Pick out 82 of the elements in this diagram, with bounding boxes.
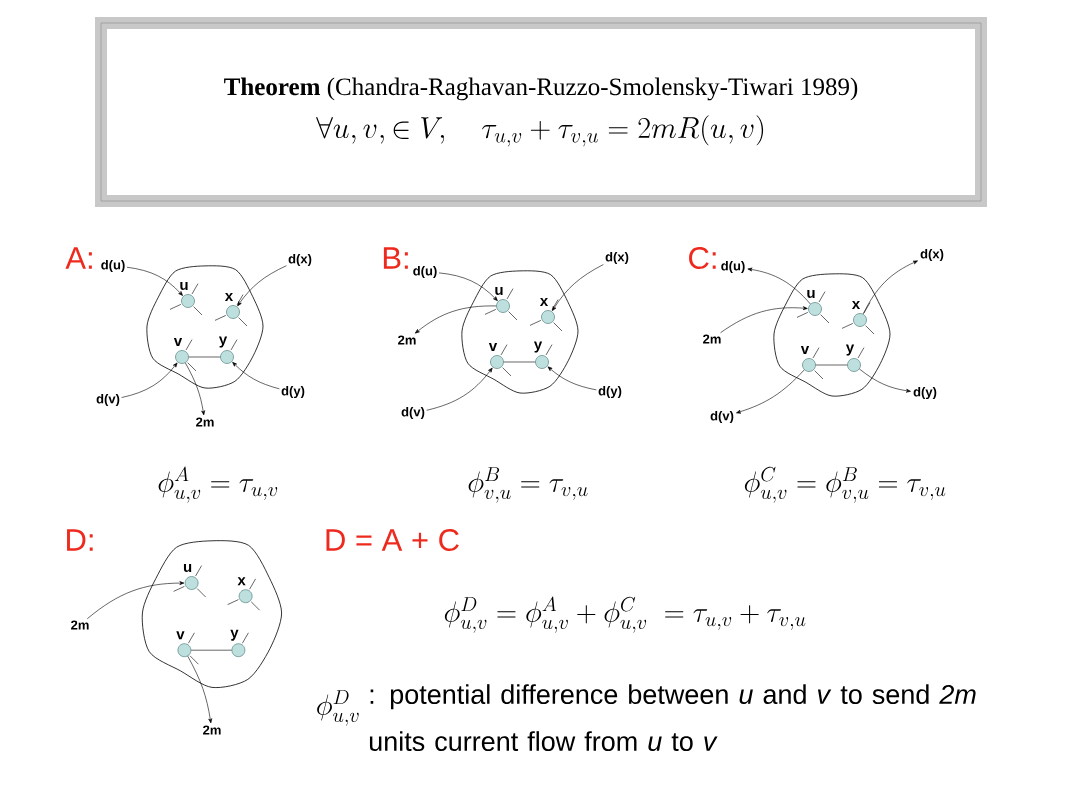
graph-vertex — [847, 358, 861, 372]
degree-label: d(x) — [288, 253, 312, 267]
degree-label: 2m — [703, 334, 721, 344]
vertex-label: u — [807, 289, 815, 299]
graph-blob — [461, 270, 579, 394]
graph-blob — [141, 540, 282, 688]
graph-vertex — [490, 355, 504, 369]
graph-vertex — [175, 350, 189, 364]
arrow — [185, 362, 205, 416]
panel-letter: C: — [689, 247, 716, 269]
degree-label: d(v) — [96, 393, 120, 407]
vertex-label: y — [845, 344, 855, 356]
theorem-box: Theorem (Chandra-Raghavan-Ruzzo-Smolensky-Tiwari 1989) $\forall u, v, \in V, \quad \tau_{u,v} + \tau_{v,u} = 2mR(u,v)$ — [95, 17, 987, 207]
panel-letter: A: — [65, 247, 92, 269]
vertex-label: x — [851, 301, 861, 309]
arrow — [438, 272, 498, 301]
degree-label: d(u) — [721, 260, 745, 274]
vertex-label: u — [180, 281, 188, 291]
degree-label: 2m — [71, 620, 89, 630]
degree-label: d(y) — [913, 386, 937, 400]
equation-heading: D = A + C — [326, 529, 459, 551]
graph-vertex — [802, 358, 816, 372]
arrow — [736, 369, 805, 414]
arrow — [121, 362, 178, 398]
graph-vertex — [853, 313, 867, 327]
vertex-label: y — [533, 341, 543, 353]
graph-vertex — [535, 355, 549, 369]
vertex-label: y — [230, 629, 239, 641]
arrow — [187, 655, 213, 724]
degree-label: d(y) — [281, 385, 305, 399]
degree-label: 2m — [398, 335, 416, 345]
degree-label: d(u) — [101, 259, 125, 273]
arrow — [747, 267, 811, 305]
arrow — [87, 581, 185, 620]
description-text: : potential difference between u and v to send 2m units current flow from u to v — [369, 684, 976, 751]
graph-vertex — [181, 294, 195, 308]
graph-vertex — [231, 643, 246, 657]
arrow — [414, 305, 497, 334]
arrow — [237, 265, 287, 307]
vertex-label: u — [183, 563, 192, 573]
graph-vertex — [238, 589, 253, 603]
graph-vertex — [220, 350, 234, 364]
arrow — [552, 264, 604, 311]
arrow — [426, 367, 493, 411]
graph-vertex — [808, 302, 822, 316]
degree-label: d(x) — [605, 251, 629, 265]
formula: $\phi^{C}_{u,v} = \phi^{B}_{v,u} = \tau_{v,u}$ — [744, 466, 946, 503]
vertex-label: u — [495, 286, 503, 296]
panel-letter: B: — [383, 247, 408, 269]
degree-label: 2m — [196, 417, 214, 427]
arrow — [720, 306, 808, 334]
arrow — [232, 361, 280, 390]
graph-blob — [773, 273, 891, 397]
graph-vertex — [184, 576, 199, 590]
graph-vertex — [541, 310, 555, 324]
arrow — [862, 260, 918, 315]
degree-label: d(u) — [413, 265, 437, 279]
arrow — [126, 266, 183, 296]
degree-label: d(v) — [401, 406, 425, 420]
panel-letter: D: — [67, 529, 93, 551]
degree-label: d(y) — [598, 385, 622, 399]
formula: $\phi^{D}_{u,v} = \phi^{A}_{u,v} + \phi^{C}_{u,v} \ = \tau_{u,v} + \tau_{v,u}$ — [444, 596, 806, 633]
arrow — [547, 366, 597, 391]
vertex-label: x — [539, 298, 549, 306]
vertex-label: v — [800, 346, 810, 354]
graph-blob — [146, 265, 264, 389]
degree-label: d(x) — [920, 248, 944, 262]
vertex-label: x — [237, 577, 246, 586]
vertex-label: v — [488, 343, 498, 351]
vertex-label: x — [224, 293, 234, 301]
vertex-label: v — [173, 338, 183, 346]
formula: $\phi^{B}_{v,u} = \tau_{v,u}$ — [468, 467, 588, 503]
formula: $\phi^{D}_{u,v}$ — [317, 690, 359, 726]
degree-label: 2m — [203, 725, 221, 735]
degree-label: d(v) — [710, 410, 734, 424]
graph-vertex — [496, 299, 510, 313]
graph-vertex — [226, 305, 240, 319]
formula: $\phi^{A}_{u,v} = \tau_{u,v}$ — [158, 466, 278, 503]
graph-vertex — [177, 643, 192, 657]
arrow — [859, 368, 911, 393]
vertex-label: v — [176, 631, 185, 640]
vertex-label: y — [218, 336, 228, 348]
